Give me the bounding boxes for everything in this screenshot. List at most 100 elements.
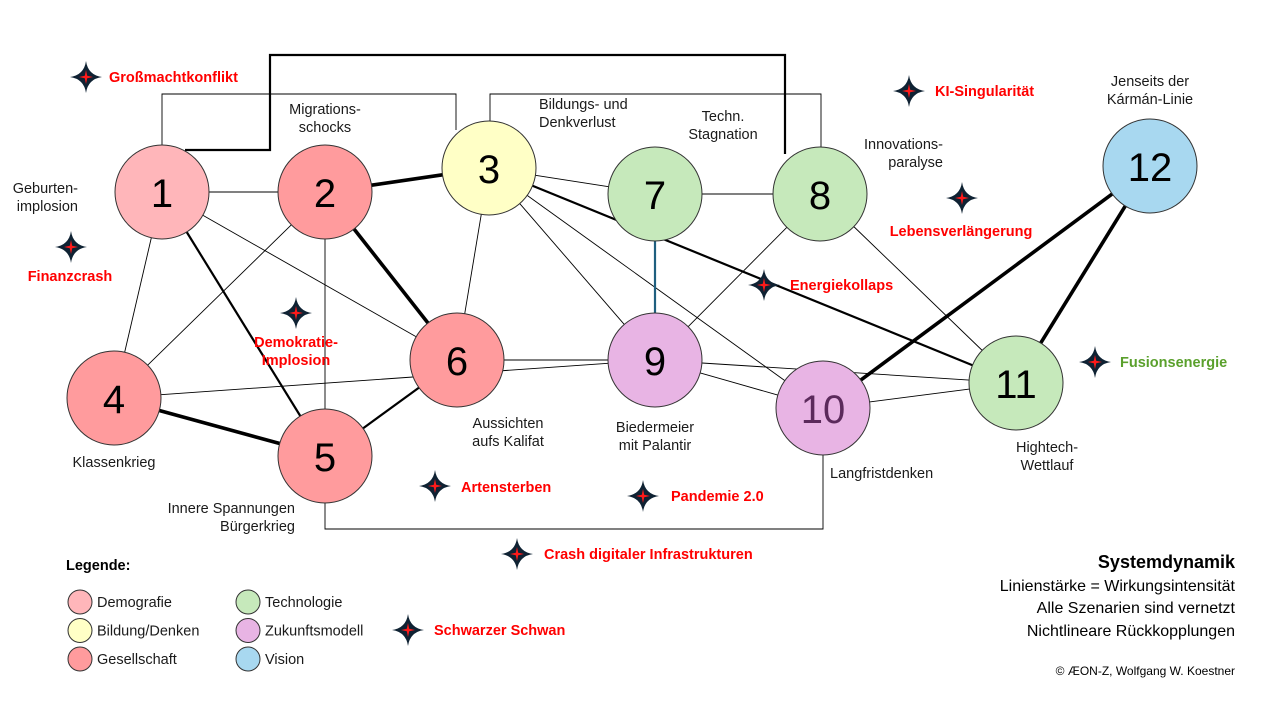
- label-line: Kármán-Linie: [1107, 92, 1193, 108]
- node-circle[interactable]: [968, 335, 1064, 431]
- legend-black-swan: Schwarzer Schwan: [392, 614, 565, 646]
- label-line: schocks: [299, 120, 351, 136]
- black-swan-label: Crash digitaler Infrastrukturen: [544, 547, 753, 563]
- label-line: Innovations-: [864, 137, 943, 153]
- black-swan-label: Fusionsenergie: [1120, 355, 1227, 371]
- edge-9-10: [700, 372, 778, 396]
- legend-item: Vision: [235, 646, 304, 672]
- edge-10-11: [869, 388, 970, 403]
- legend-swatch: [235, 589, 261, 615]
- label-line: Crash digitaler Infrastrukturen: [544, 547, 753, 563]
- legend-label: Zukunftsmodell: [265, 624, 363, 640]
- legend-swatch: [235, 618, 261, 643]
- node-3[interactable]: 3: [441, 120, 537, 216]
- black-swan-label: Großmachtkonflikt: [109, 70, 238, 86]
- edge-2-3: [371, 173, 443, 187]
- legend-title: Legende:: [66, 558, 130, 574]
- black-swan-star-icon: [55, 231, 87, 263]
- node-circle[interactable]: [277, 144, 373, 240]
- label-line: Finanzcrash: [28, 269, 113, 285]
- black-swan-label: Lebensverlängerung: [890, 224, 1033, 240]
- label-line: Hightech-: [1016, 440, 1078, 456]
- node-circle[interactable]: [607, 312, 703, 408]
- node-circle[interactable]: [66, 350, 162, 446]
- edge-1-3: [161, 93, 457, 145]
- node-8[interactable]: 8: [772, 146, 868, 242]
- edge-4-9: [160, 362, 609, 396]
- black-swan-item: Crash digitaler Infrastrukturen: [501, 538, 753, 570]
- legend-label: Gesellschaft: [97, 652, 177, 668]
- black-swan-star-icon: [280, 297, 312, 329]
- edge-5-6: [362, 386, 420, 430]
- black-swans-layer: GroßmachtkonfliktKI-SingularitätLebensve…: [28, 61, 1227, 570]
- node-10[interactable]: 10: [775, 360, 871, 456]
- legend-swatch: [67, 646, 93, 672]
- info-line: Linienstärke = Wirkungsintensität: [1000, 578, 1236, 595]
- label-line: Jenseits der: [1111, 74, 1189, 90]
- node-9[interactable]: 9: [607, 312, 703, 408]
- node-8-label: Innovations-paralyse: [864, 137, 943, 171]
- label-line: implosion: [17, 199, 78, 215]
- node-1[interactable]: 1: [114, 144, 210, 240]
- black-swan-label: KI-Singularität: [935, 84, 1034, 100]
- node-circle[interactable]: [441, 120, 537, 216]
- info-line: Alle Szenarien sind vernetzt: [1037, 600, 1236, 617]
- edge-8-9: [687, 227, 788, 327]
- label-line: Langfristdenken: [830, 466, 933, 482]
- label-line: Aussichten: [473, 416, 544, 432]
- legend-item: Demografie: [67, 589, 172, 615]
- node-circle[interactable]: [772, 146, 868, 242]
- info-title: Systemdynamik: [1098, 552, 1236, 572]
- node-2-label: Migrations-schocks: [289, 102, 361, 136]
- node-2[interactable]: 2: [277, 144, 373, 240]
- legend-item: Bildung/Denken: [67, 618, 199, 643]
- node-1-label: Geburten-implosion: [13, 181, 78, 215]
- label-line: paralyse: [888, 155, 943, 171]
- copyright: © ÆON-Z, Wolfgang W. Koestner: [1056, 664, 1235, 678]
- node-circle[interactable]: [409, 312, 505, 408]
- black-swan-item: Artensterben: [419, 470, 551, 502]
- edge-3-7: [535, 174, 609, 188]
- black-swan-item: KI-Singularität: [893, 75, 1034, 107]
- node-circle[interactable]: [1102, 118, 1198, 214]
- black-swan-label: Energiekollaps: [790, 278, 893, 294]
- label-line: Denkverlust: [539, 115, 616, 131]
- label-line: Innere Spannungen: [168, 501, 295, 517]
- legend-item: Technologie: [235, 589, 342, 615]
- node-11[interactable]: 11: [968, 335, 1064, 431]
- black-swan-star-icon: [1079, 346, 1111, 378]
- node-number: 1: [151, 172, 173, 216]
- label-line: Migrations-: [289, 102, 361, 118]
- label-line: Energiekollaps: [790, 278, 893, 294]
- node-5[interactable]: 5: [277, 408, 373, 504]
- node-circle[interactable]: [277, 408, 373, 504]
- edge-3-6: [464, 214, 482, 314]
- node-circle[interactable]: [607, 146, 703, 242]
- node-4[interactable]: 4: [66, 350, 162, 446]
- edges-layer: [124, 53, 1127, 530]
- label-line: Techn.: [702, 109, 745, 125]
- black-swan-star-icon: [501, 538, 533, 570]
- node-circle[interactable]: [775, 360, 871, 456]
- node-circle[interactable]: [114, 144, 210, 240]
- black-swan-star-icon: [946, 182, 978, 214]
- legend-label: Vision: [265, 652, 304, 668]
- label-line: KI-Singularität: [935, 84, 1034, 100]
- node-number: 12: [1128, 146, 1173, 190]
- legend: Legende: DemografieBildung/DenkenGesells…: [66, 558, 565, 672]
- node-7[interactable]: 7: [607, 146, 703, 242]
- edge-3-8: [489, 93, 822, 147]
- node-6[interactable]: 6: [409, 312, 505, 408]
- label-line: Klassenkrieg: [72, 455, 155, 471]
- node-number: 5: [314, 436, 336, 480]
- node-12[interactable]: 12: [1102, 118, 1198, 214]
- legend-swatch: [67, 589, 93, 615]
